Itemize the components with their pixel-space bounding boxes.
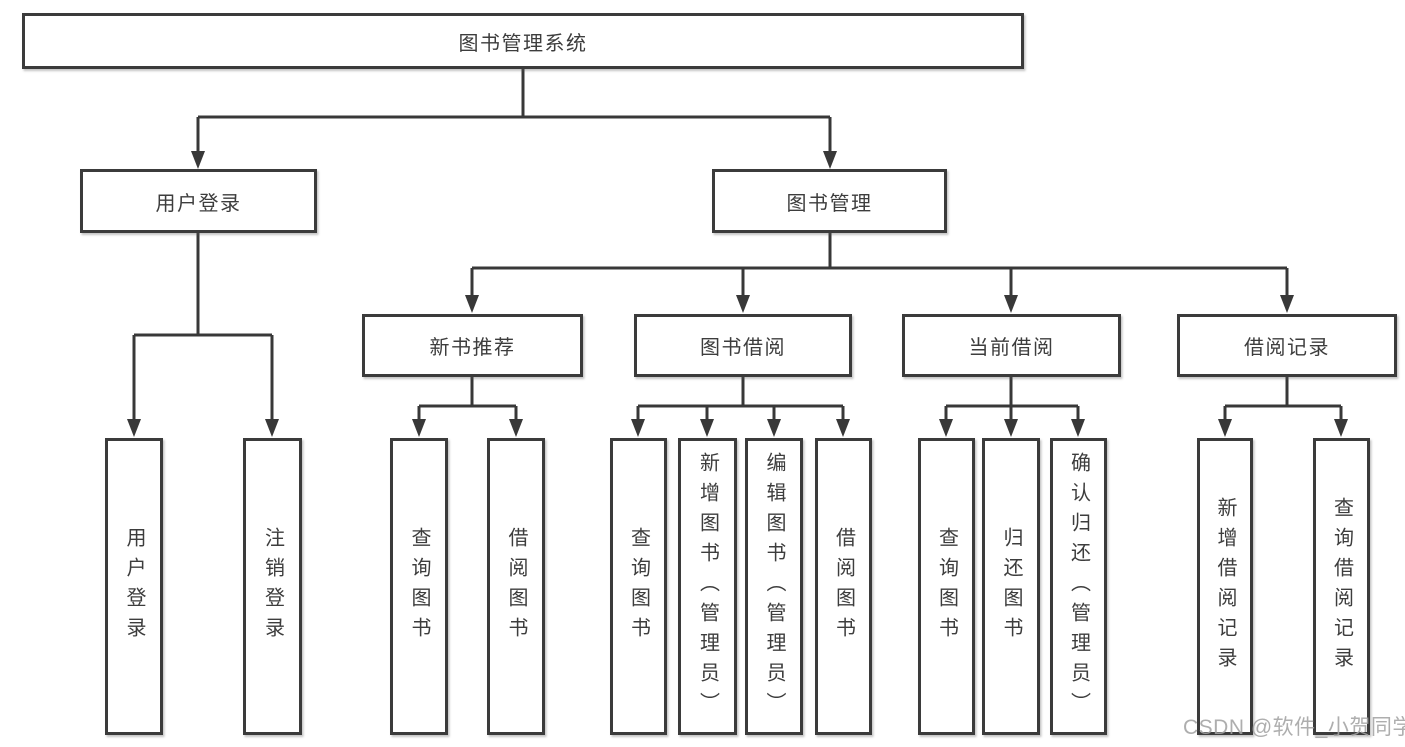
node-current-borrowing: 当前借阅 [902, 314, 1121, 377]
leaf-query-books-recommend: 查询图书 [390, 438, 448, 735]
leaf-label: 新增借阅记录 [1214, 496, 1236, 677]
node-label: 用户登录 [155, 192, 242, 215]
leaf-label: 编辑图书（管理员） [763, 451, 785, 722]
node-new-book-recommendation: 新书推荐 [362, 314, 583, 377]
node-label: 新书推荐 [429, 337, 516, 359]
leaf-borrow-books-recommend: 借阅图书 [487, 438, 545, 735]
leaf-label: 注销登录 [261, 526, 284, 647]
leaf-label: 查询图书 [935, 526, 958, 647]
node-borrowing-records: 借阅记录 [1177, 314, 1397, 377]
leaf-add-books-admin: 新增图书（管理员） [678, 438, 737, 735]
leaf-label: 新增图书（管理员） [696, 451, 719, 722]
node-book-borrowing: 图书借阅 [634, 314, 852, 377]
csdn-watermark: CSDN @软件_小贺同学 [1183, 716, 1405, 739]
node-library-management-system: 图书管理系统 [22, 13, 1024, 69]
leaf-logout: 注销登录 [243, 438, 302, 735]
leaf-label: 借阅图书 [832, 526, 855, 647]
node-book-management: 图书管理 [712, 169, 947, 233]
node-user-login: 用户登录 [80, 169, 317, 233]
connector-edges [132, 69, 1343, 420]
leaf-user-login: 用户登录 [105, 438, 163, 735]
leaf-label: 确认归还（管理员） [1067, 451, 1090, 722]
leaf-query-books-current: 查询图书 [918, 438, 975, 735]
leaf-query-books-borrowing: 查询图书 [610, 438, 667, 735]
leaf-return-books: 归还图书 [982, 438, 1040, 735]
leaf-label: 查询借阅记录 [1330, 496, 1353, 677]
node-label: 当前借阅 [968, 337, 1055, 359]
leaf-query-borrow-record: 查询借阅记录 [1313, 438, 1370, 735]
leaf-label: 用户登录 [123, 526, 145, 647]
node-label: 图书借阅 [700, 337, 786, 359]
leaf-label: 归还图书 [1000, 526, 1022, 647]
leaf-label: 借阅图书 [505, 526, 527, 647]
node-label: 图书管理 [786, 192, 873, 215]
node-label: 图书管理系统 [458, 32, 588, 55]
leaf-label: 查询图书 [408, 526, 430, 647]
leaf-borrow-books-borrowing: 借阅图书 [815, 438, 872, 735]
node-label: 借阅记录 [1244, 337, 1330, 359]
leaf-label: 查询图书 [627, 526, 650, 647]
leaf-edit-books-admin: 编辑图书（管理员） [745, 438, 803, 735]
connector-arrowheads [127, 151, 1348, 437]
leaf-add-borrow-record: 新增借阅记录 [1197, 438, 1253, 735]
leaf-confirm-return-admin: 确认归还（管理员） [1050, 438, 1107, 735]
